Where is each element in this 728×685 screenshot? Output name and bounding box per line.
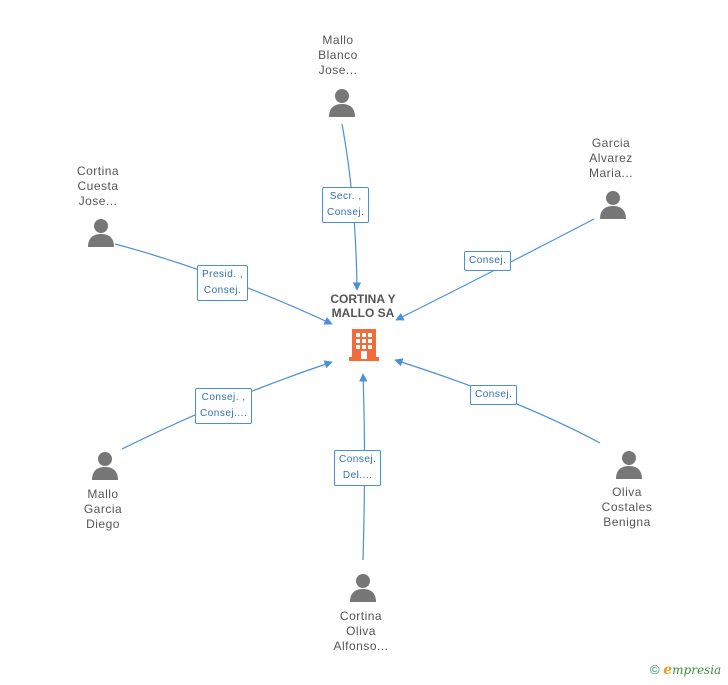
- person-name-cortina-oliva[interactable]: Cortina Oliva Alfonso...: [333, 609, 389, 653]
- copyright-symbol: ©: [650, 662, 660, 677]
- company-name[interactable]: CORTINA Y MALLO SA: [330, 292, 396, 320]
- person-icon[interactable]: [87, 218, 115, 248]
- person-icon[interactable]: [615, 450, 643, 480]
- role-box-mallo-blanco[interactable]: Secr. , Consej.: [322, 187, 370, 223]
- role-box-mallo-garcia[interactable]: Consej. , Consej....: [195, 388, 253, 424]
- person-icon[interactable]: [599, 190, 627, 220]
- person-icon[interactable]: [91, 451, 119, 481]
- building-icon[interactable]: [349, 327, 379, 361]
- person-name-mallo-blanco[interactable]: Mallo Blanco Jose...: [318, 33, 358, 77]
- role-box-cortina-cuesta[interactable]: Presid. , Consej.: [197, 265, 249, 301]
- footer-copyright: © empresia: [650, 662, 721, 678]
- role-box-garcia-alvarez[interactable]: Consej.: [464, 251, 512, 271]
- person-icon[interactable]: [349, 573, 377, 603]
- person-name-garcia-alvarez[interactable]: Garcia Alvarez Maria...: [588, 136, 633, 180]
- person-icon[interactable]: [328, 88, 356, 118]
- person-name-mallo-garcia[interactable]: Mallo Garcia Diego: [83, 487, 123, 531]
- role-box-cortina-oliva[interactable]: Consej. Del....: [334, 450, 382, 486]
- person-name-oliva-costales[interactable]: Oliva Costales Benigna: [601, 485, 653, 529]
- brand-logo[interactable]: empresia: [663, 662, 722, 678]
- role-box-oliva-costales[interactable]: Consej.: [470, 385, 518, 405]
- person-name-cortina-cuesta[interactable]: Cortina Cuesta Jose...: [76, 164, 120, 208]
